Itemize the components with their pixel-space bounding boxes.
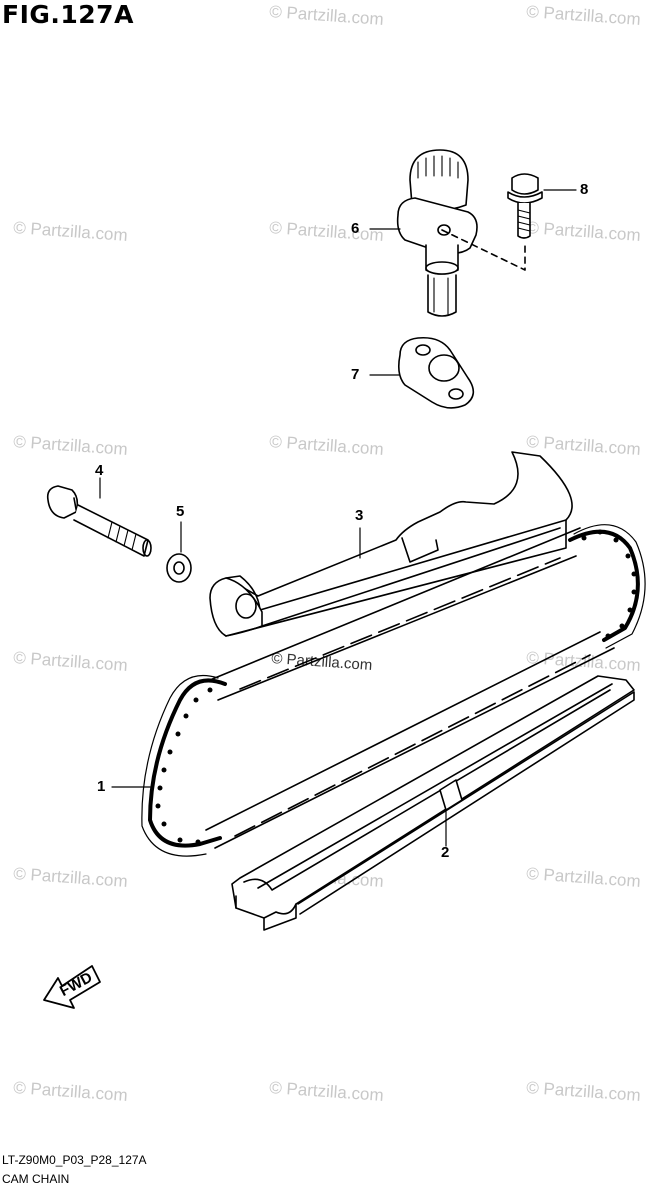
diagram-code: LT-Z90M0_P03_P28_127A [2, 1153, 147, 1167]
cam-chain-icon[interactable] [141, 524, 646, 857]
washer-icon[interactable] [166, 553, 192, 583]
tensioner-guide-icon[interactable] [209, 451, 573, 637]
callout-2: 2 [441, 844, 450, 861]
bolt-icon[interactable] [46, 485, 152, 557]
tensioner-bolt-icon[interactable] [507, 173, 543, 239]
callout-5: 5 [176, 503, 185, 520]
callout-8: 8 [580, 181, 589, 198]
figure-title: FIG.127A [2, 0, 134, 29]
callout-4: 4 [95, 462, 104, 479]
callout-3: 3 [355, 507, 364, 524]
chain-links-icon [155, 529, 637, 845]
callout-1: 1 [97, 778, 106, 795]
callout-7: 7 [351, 366, 360, 383]
fwd-arrow-icon [43, 965, 101, 1009]
chain-guide-icon[interactable] [231, 675, 635, 931]
chain-tensioner-icon[interactable] [396, 149, 526, 317]
leader-lines [99, 189, 577, 847]
gasket-icon[interactable] [398, 336, 475, 409]
callout-6: 6 [351, 220, 360, 237]
diagram-name: CAM CHAIN [2, 1172, 70, 1186]
